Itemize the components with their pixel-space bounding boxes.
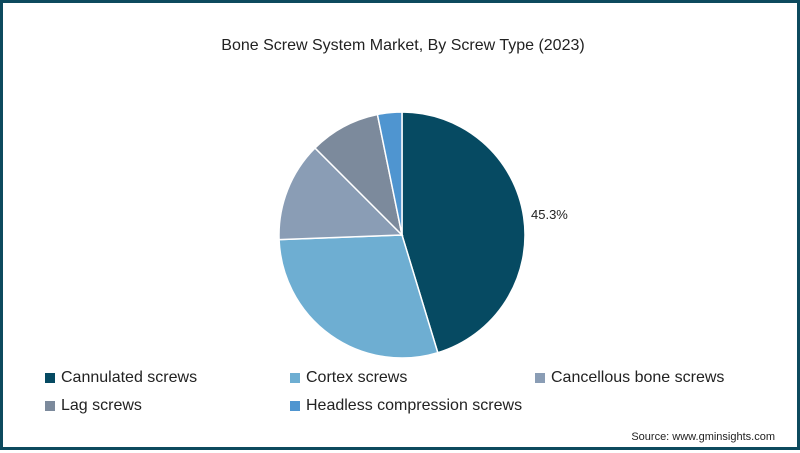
legend-label: Cancellous bone screws	[551, 369, 725, 386]
legend-label: Cannulated screws	[61, 369, 198, 386]
legend-item-cortex: Cortex screws	[290, 369, 407, 387]
legend-item-cancellous: Cancellous bone screws	[535, 369, 724, 387]
legend-item-headless: Headless compression screws	[290, 397, 522, 415]
chart-title: Bone Screw System Market, By Screw Type …	[221, 37, 585, 54]
pie-chart	[278, 111, 526, 359]
legend-swatch	[535, 373, 545, 383]
legend-swatch	[45, 373, 55, 383]
legend-label: Cortex screws	[306, 369, 408, 386]
source-note: Source: www.gminsights.com	[631, 431, 775, 443]
data-label-cannulated: 45.3%	[531, 207, 568, 222]
legend-item-cannulated: Cannulated screws	[45, 369, 197, 387]
legend-swatch	[290, 373, 300, 383]
legend-swatch	[290, 401, 300, 411]
legend-label: Headless compression screws	[306, 397, 523, 414]
pie-slice-cortex	[278, 234, 439, 359]
legend-swatch	[45, 401, 55, 411]
pie-slice-headless	[376, 111, 403, 236]
pie-slice-cancellous	[278, 146, 404, 241]
legend-label: Lag screws	[61, 397, 142, 414]
legend-item-lag: Lag screws	[45, 397, 142, 415]
pie-slice-cannulated	[401, 111, 526, 354]
